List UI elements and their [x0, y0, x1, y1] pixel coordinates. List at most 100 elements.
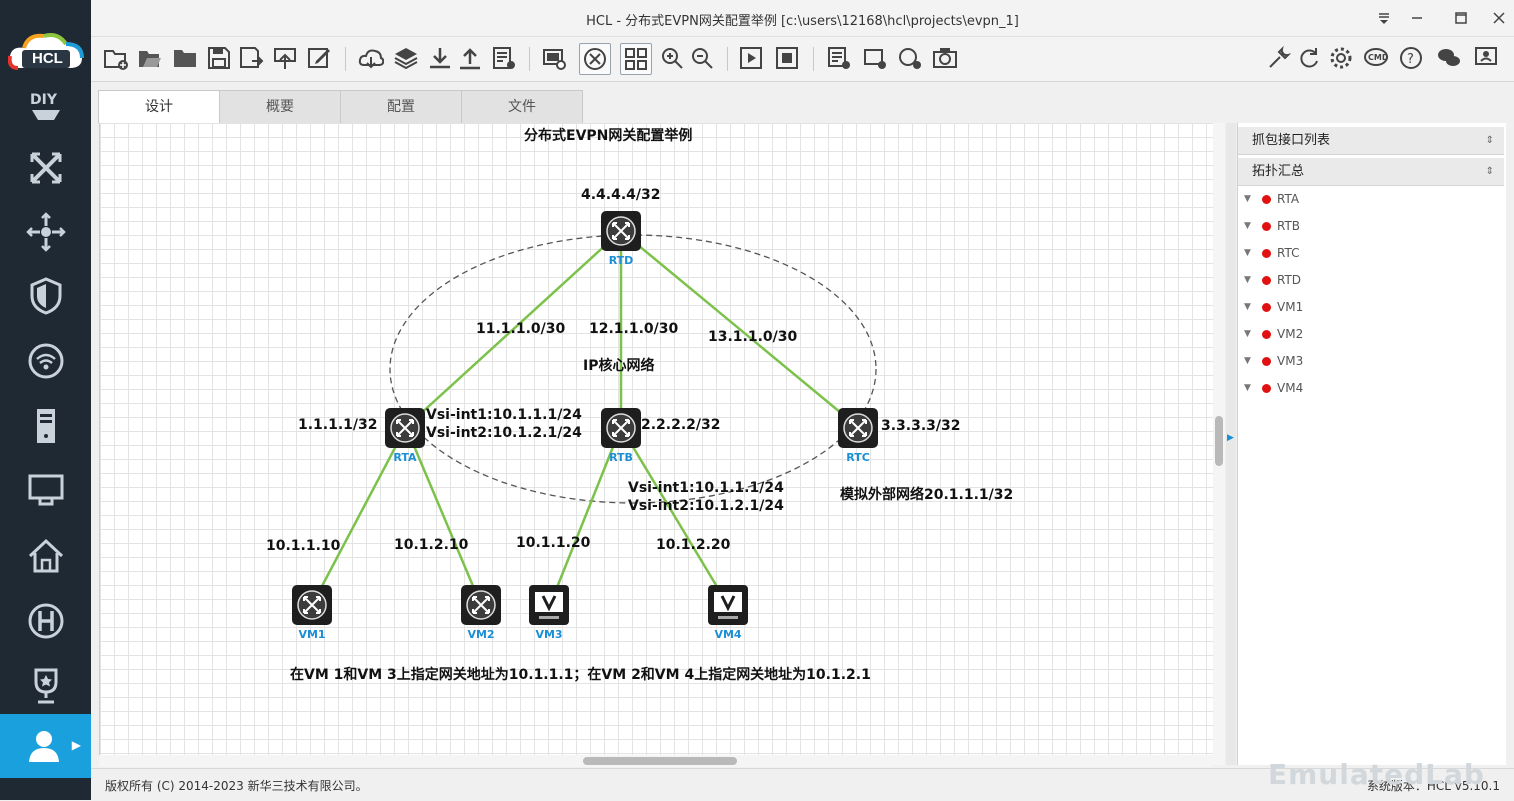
refresh-button[interactable]: [1294, 43, 1324, 73]
sidebar-diy[interactable]: DIY: [0, 74, 91, 138]
feedback-button[interactable]: [1471, 43, 1501, 73]
zoom-out-icon: [692, 48, 713, 69]
device-list-item[interactable]: ▼RTC: [1238, 240, 1504, 267]
expand-caret-icon[interactable]: ▼: [1244, 383, 1251, 393]
sidebar-firewall[interactable]: [0, 264, 91, 328]
expand-caret-icon[interactable]: ▼: [1244, 221, 1251, 231]
device-vm2[interactable]: [461, 585, 501, 625]
settings-icon: [1330, 47, 1352, 69]
device-label-rtb: RTB: [609, 451, 633, 464]
device-rta[interactable]: [385, 408, 425, 448]
save-as-button[interactable]: [236, 43, 266, 73]
status-dot-icon: [1262, 384, 1271, 393]
sidebar-switch[interactable]: [0, 136, 91, 200]
tools-button[interactable]: [1264, 43, 1294, 73]
capture-list-header[interactable]: 抓包接口列表 ⇕: [1238, 127, 1504, 155]
tools-icon: [1269, 45, 1292, 68]
help-button[interactable]: ?: [1396, 43, 1426, 73]
topology-summary-header[interactable]: 拓扑汇总 ⇕: [1238, 158, 1504, 186]
stop-all-button[interactable]: [772, 43, 802, 73]
expand-caret-icon[interactable]: ▼: [1244, 302, 1251, 312]
minimize-icon[interactable]: [1405, 6, 1429, 30]
device-list-item[interactable]: ▼VM1: [1238, 294, 1504, 321]
zoom-out-button[interactable]: [687, 43, 717, 73]
device-rtb[interactable]: [601, 408, 641, 448]
wireless-icon: [28, 343, 63, 379]
stop-all-icon: [776, 47, 798, 69]
status-bar: 版权所有 (C) 2014-2023 新华三技术有限公司。 系统版本：HCL v…: [91, 768, 1514, 801]
open-project-button[interactable]: [135, 43, 165, 73]
tab-design[interactable]: 设计: [98, 90, 220, 124]
save-button[interactable]: [204, 43, 234, 73]
core-network-label: IP核心网络: [583, 358, 655, 374]
expand-caret-icon[interactable]: ▼: [1244, 275, 1251, 285]
switch-icon: [30, 152, 61, 184]
add-ellipse-button[interactable]: [895, 43, 925, 73]
wechat-button[interactable]: [1434, 43, 1464, 73]
chevron-down-icon: ⇕: [1485, 166, 1494, 177]
settings-button[interactable]: [1326, 43, 1356, 73]
sidebar-wireless[interactable]: [0, 329, 91, 393]
sidebar-h3c[interactable]: [0, 589, 91, 653]
sidebar-home[interactable]: [0, 524, 91, 588]
chevron-down-icon: ⇕: [1485, 135, 1494, 146]
vm1-ip-label: 10.1.1.10: [266, 538, 341, 554]
sidebar-router[interactable]: [0, 200, 91, 264]
sidebar-user[interactable]: ▶: [0, 714, 91, 778]
zoom-in-button[interactable]: [657, 43, 687, 73]
horizontal-scroll-thumb[interactable]: [583, 757, 737, 765]
tab-file[interactable]: 文件: [461, 90, 583, 124]
tab-summary[interactable]: 概要: [219, 90, 341, 124]
download-button[interactable]: [425, 43, 455, 73]
sidebar-server[interactable]: [0, 394, 91, 458]
camera-button[interactable]: [930, 43, 960, 73]
device-list-item[interactable]: ▼RTA: [1238, 186, 1504, 213]
device-list-item[interactable]: ▼VM2: [1238, 321, 1504, 348]
edit-button[interactable]: [304, 43, 334, 73]
device-list-item[interactable]: ▼VM4: [1238, 375, 1504, 402]
device-list-item[interactable]: ▼VM3: [1238, 348, 1504, 375]
device-list-item[interactable]: ▼RTB: [1238, 213, 1504, 240]
expand-caret-icon[interactable]: ▼: [1244, 194, 1251, 204]
device-label-vm3: VM3: [535, 628, 563, 641]
screen-capture-button[interactable]: [539, 43, 569, 73]
new-project-button[interactable]: [101, 43, 131, 73]
device-rtd[interactable]: [601, 211, 641, 251]
trophy-icon: [34, 668, 57, 704]
show-interface-button[interactable]: [579, 43, 611, 75]
tab-config[interactable]: 配置: [340, 90, 462, 124]
panel-collapse-handle[interactable]: ▶: [1226, 123, 1236, 765]
grid-button[interactable]: [620, 43, 652, 75]
device-list-item[interactable]: ▼RTD: [1238, 267, 1504, 294]
vertical-scrollbar[interactable]: [1213, 123, 1225, 765]
device-vm3[interactable]: [529, 585, 569, 625]
topology-canvas[interactable]: 分布式EVPN网关配置举例 4.4.4.4/32 11.1.1.0/30 12.…: [99, 123, 1214, 755]
device-vm1[interactable]: [292, 585, 332, 625]
horizontal-scrollbar[interactable]: [99, 755, 1213, 767]
maximize-icon[interactable]: [1449, 6, 1473, 30]
sidebar-trophy[interactable]: [0, 654, 91, 718]
device-vm4[interactable]: [708, 585, 748, 625]
upload-button[interactable]: [455, 43, 485, 73]
expand-caret-icon[interactable]: ▼: [1244, 356, 1251, 366]
add-text-button[interactable]: [824, 43, 854, 73]
add-rect-button[interactable]: [860, 43, 890, 73]
cmd-button[interactable]: CMD: [1361, 43, 1391, 73]
log-button[interactable]: [489, 43, 519, 73]
open-folder-button[interactable]: [170, 43, 200, 73]
menu-icon[interactable]: [1372, 6, 1396, 30]
link-rtd-rtc: [620, 230, 859, 428]
sidebar-terminal[interactable]: [0, 458, 91, 522]
firewall-icon: [30, 277, 61, 315]
layers-button[interactable]: [391, 43, 421, 73]
export-button[interactable]: [270, 43, 300, 73]
close-icon[interactable]: [1487, 6, 1511, 30]
expand-caret-icon[interactable]: ▼: [1244, 248, 1251, 258]
vertical-scroll-thumb[interactable]: [1215, 416, 1223, 466]
cloud-button[interactable]: [356, 43, 386, 73]
expand-caret-icon[interactable]: ▼: [1244, 329, 1251, 339]
rtc-ip-label: 3.3.3.3/32: [881, 418, 961, 434]
device-rtc[interactable]: [838, 408, 878, 448]
start-all-button[interactable]: [736, 43, 766, 73]
status-dot-icon: [1262, 195, 1271, 204]
